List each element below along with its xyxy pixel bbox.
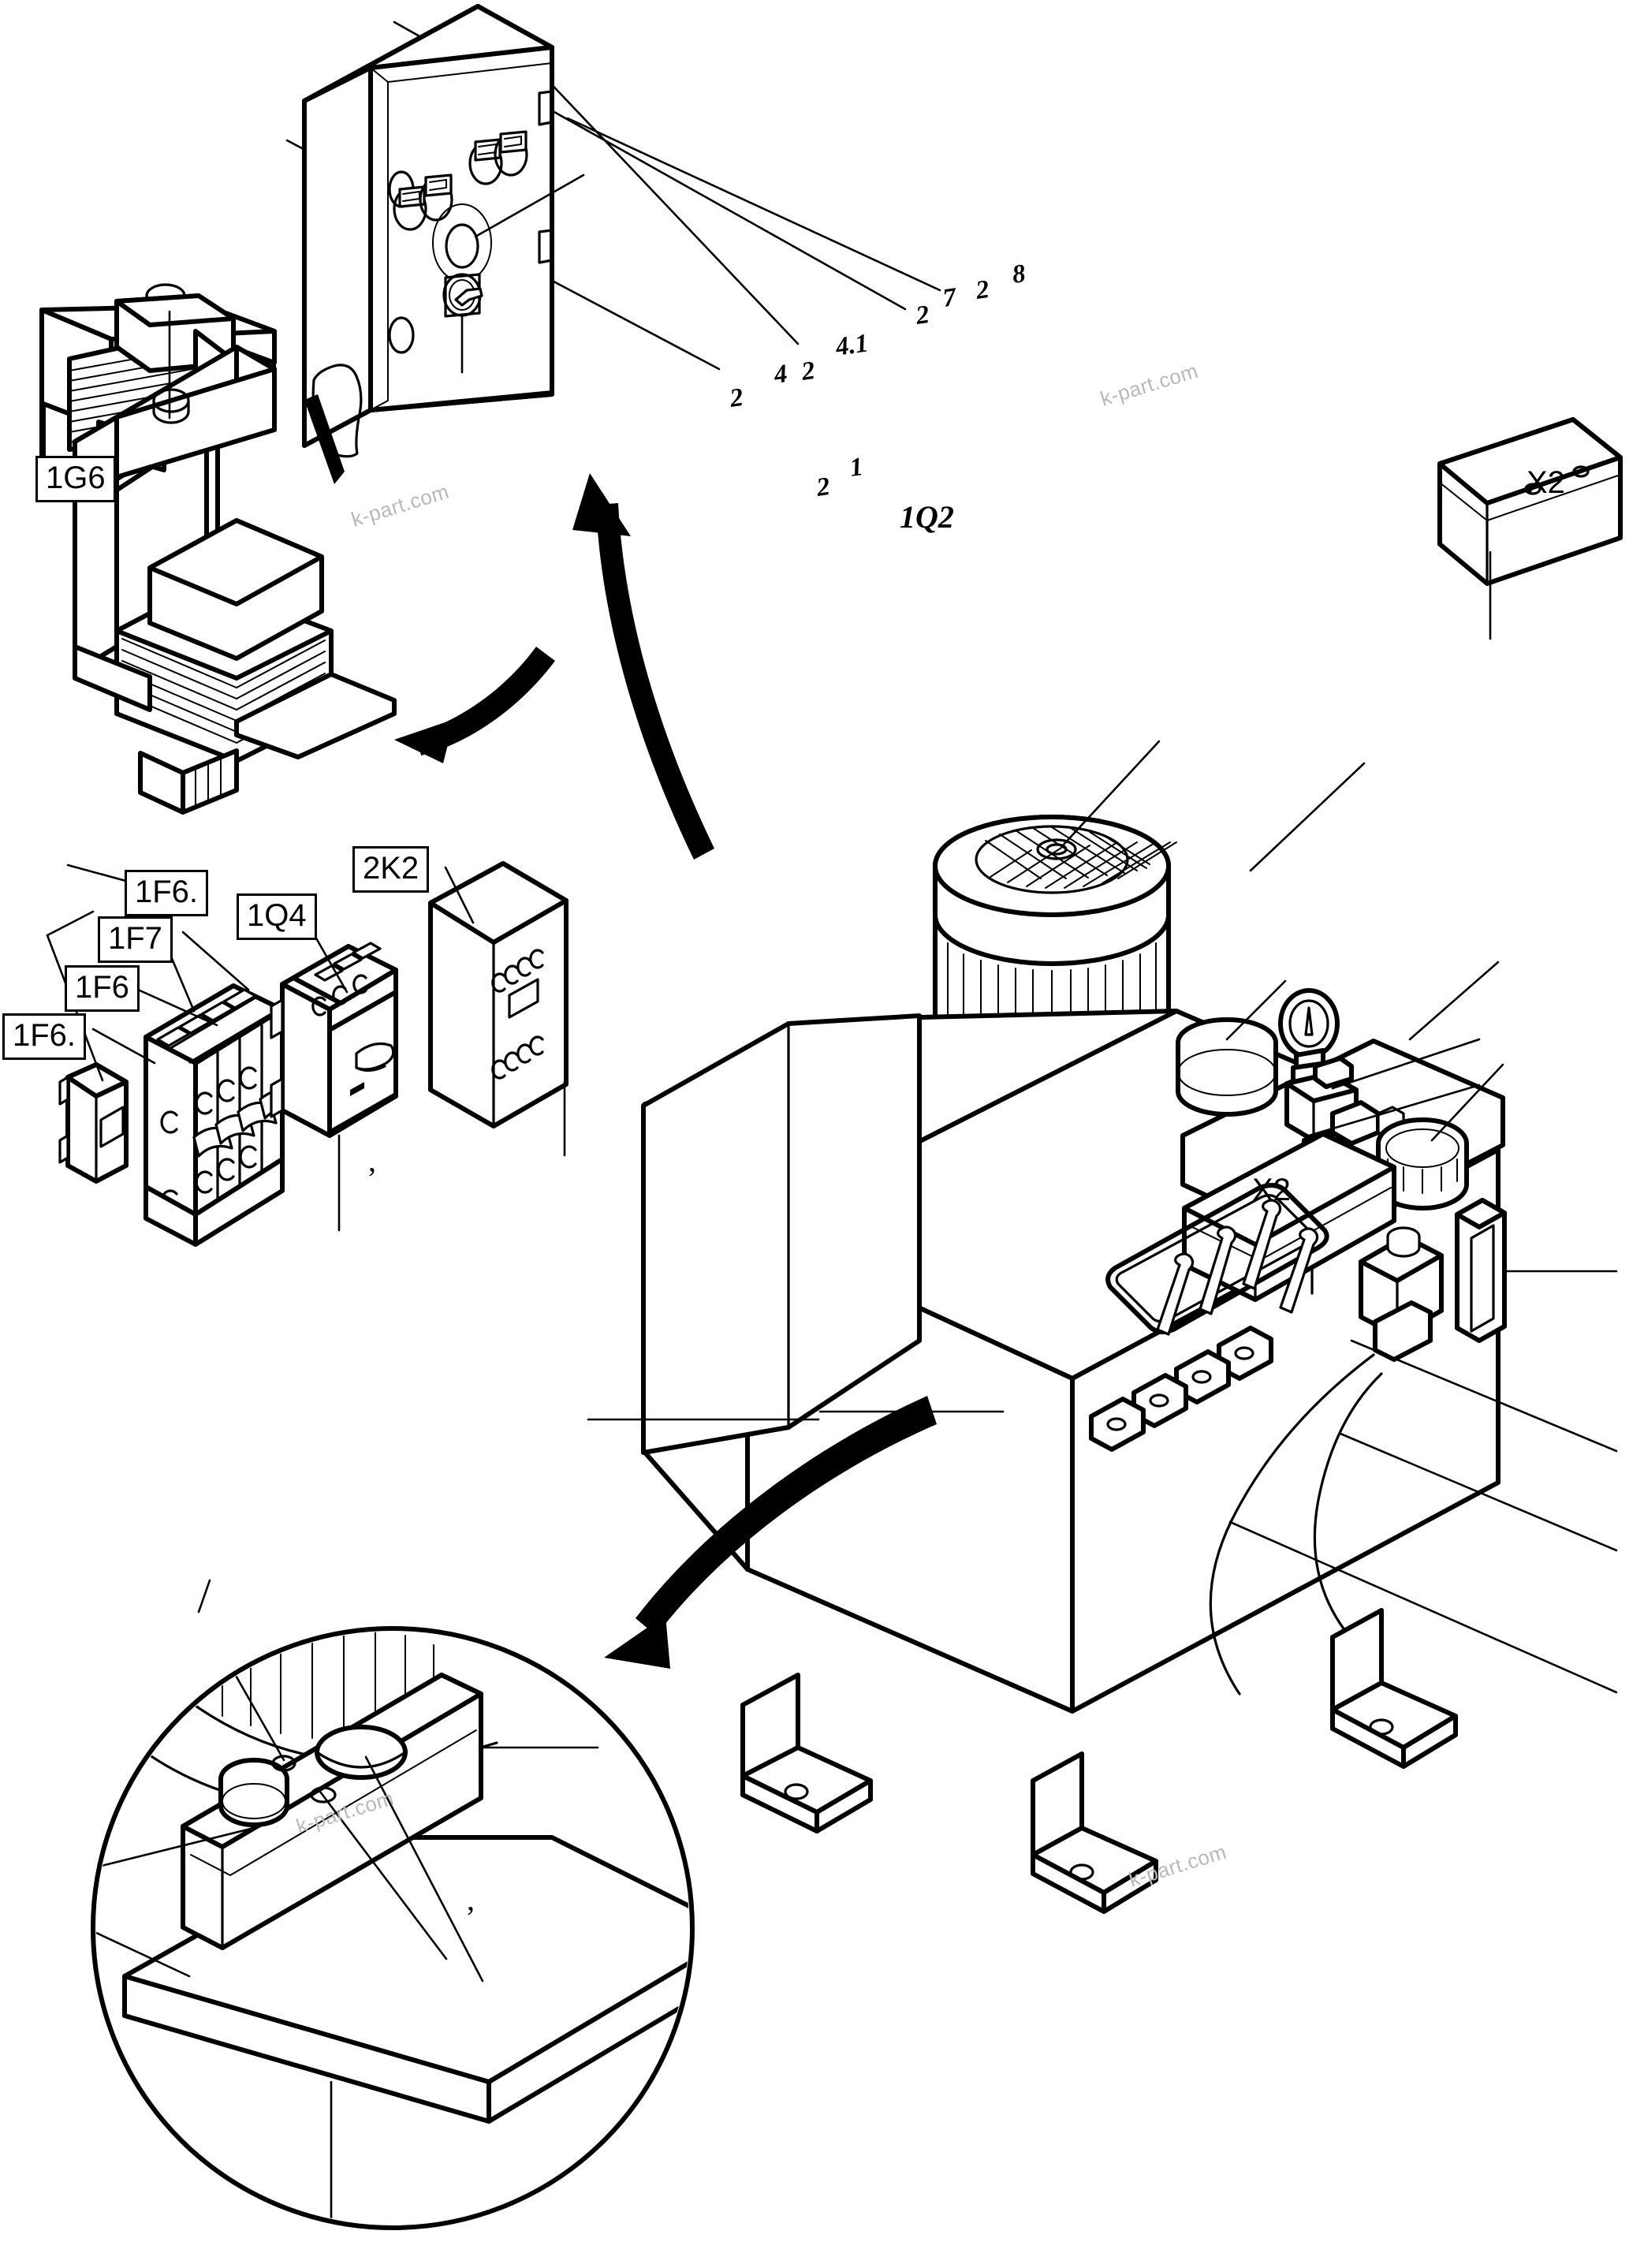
detail-view-circle <box>91 1626 695 2230</box>
hydraulic-hose <box>1209 1353 1375 1695</box>
accumulator-cylinder <box>1176 979 1287 1117</box>
oil-level-sight-gauge <box>1455 1198 1618 1343</box>
indicator-2-4-1 <box>419 173 453 222</box>
unit-left-support <box>641 1013 922 1455</box>
label-x2-on-tank: X2 <box>1252 1173 1291 1207</box>
rotary-switch-1q2[interactable] <box>442 273 483 374</box>
contactor-2k2 <box>428 861 569 1157</box>
indicator-2-7 <box>468 138 503 185</box>
transfer-arrow-to-cabinet-detail <box>572 473 714 860</box>
solenoid-valve <box>1313 1226 1444 1632</box>
detail-circle-leaders <box>197 1579 211 1613</box>
control-cabinet <box>302 4 554 448</box>
stray-mark-1: , <box>368 1143 376 1178</box>
valve-levers[interactable] <box>1156 1199 1319 1336</box>
cabinet-callout-balloon <box>304 364 363 484</box>
callout-1g6[interactable]: 1G6 <box>35 456 116 502</box>
valve-bank <box>1089 1183 1329 1452</box>
callout-1f7[interactable]: 1F7 <box>98 916 173 963</box>
junction-box-x2-detached <box>1437 417 1623 640</box>
cabinet-indicators[interactable] <box>393 130 528 231</box>
callout-2k2[interactable]: 2K2 <box>352 846 430 893</box>
callout-1q4[interactable]: 1Q4 <box>237 893 317 940</box>
rotary-switch-designation: 1Q2 <box>900 499 954 535</box>
detail-view-content <box>96 1632 689 2225</box>
callout-1f6[interactable]: 1F6 <box>65 965 140 1012</box>
mounting-feet <box>740 1608 1458 1914</box>
transfer-arrow-to-tank-detail <box>604 1396 937 1669</box>
unit-leader-lines <box>587 762 1618 1694</box>
stray-mark-2: , <box>467 1882 475 1917</box>
transformer-shape-detail <box>73 310 397 815</box>
indicator-2-4 <box>393 185 427 231</box>
indicator-2-8 <box>494 130 528 177</box>
callout-1f6-top[interactable]: 1F6. <box>125 870 209 916</box>
indicator-num-4-1: 4.1 <box>833 329 870 362</box>
filler-breather-cap <box>1376 1063 1504 1210</box>
valve-bodies <box>1089 1326 1273 1452</box>
transfer-arrow-to-transformer <box>394 647 555 763</box>
callout-1f6-bottom[interactable]: 1F6. <box>2 1013 87 1060</box>
motor-protection-switch-1q4 <box>270 942 398 1232</box>
circuit-breaker-bank <box>58 983 300 1247</box>
label-x2-detached: X2 <box>1527 465 1565 500</box>
